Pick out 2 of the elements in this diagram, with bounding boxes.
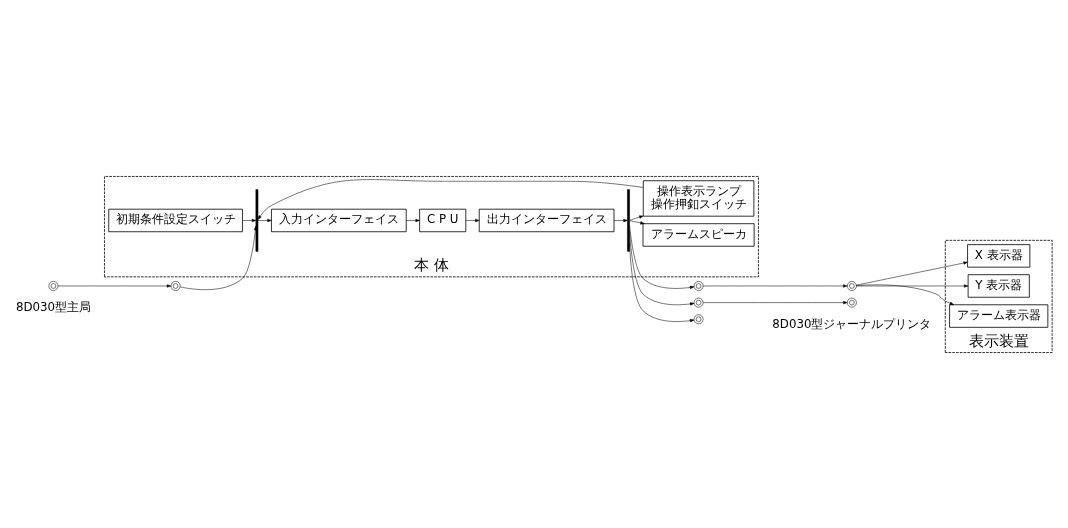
node-label: 8D030型ジャーナルプリンタ: [772, 316, 932, 331]
node-label: 8D030型主局: [15, 299, 91, 314]
